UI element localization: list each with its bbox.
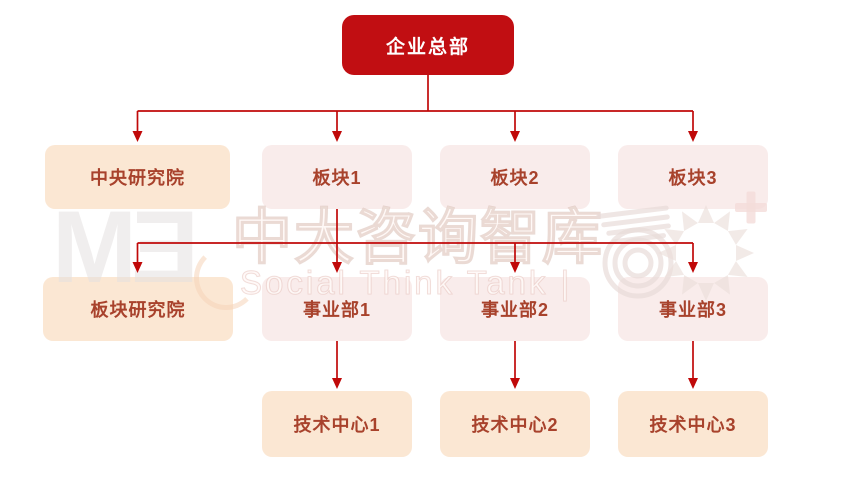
org-node-tech-center-3: 技术中心3 — [618, 391, 768, 457]
org-node-central-institute: 中央研究院 — [45, 145, 230, 209]
org-node-segment-1: 板块1 — [262, 145, 412, 209]
org-node-segment-2: 板块2 — [440, 145, 590, 209]
org-node-segment-3: 板块3 — [618, 145, 768, 209]
org-node-division-3: 事业部3 — [618, 277, 768, 341]
watermark-cn-text: 中大咨询智库 — [231, 204, 604, 271]
watermark-3-stripes — [596, 205, 671, 245]
org-node-division-1: 事业部1 — [262, 277, 412, 341]
org-node-segment-institute: 板块研究院 — [43, 277, 233, 341]
org-node-tech-center-2: 技术中心2 — [440, 391, 590, 457]
org-node-division-2: 事业部2 — [440, 277, 590, 341]
org-node-tech-center-1: 技术中心1 — [262, 391, 412, 457]
org-node-hq: 企业总部 — [342, 15, 514, 75]
